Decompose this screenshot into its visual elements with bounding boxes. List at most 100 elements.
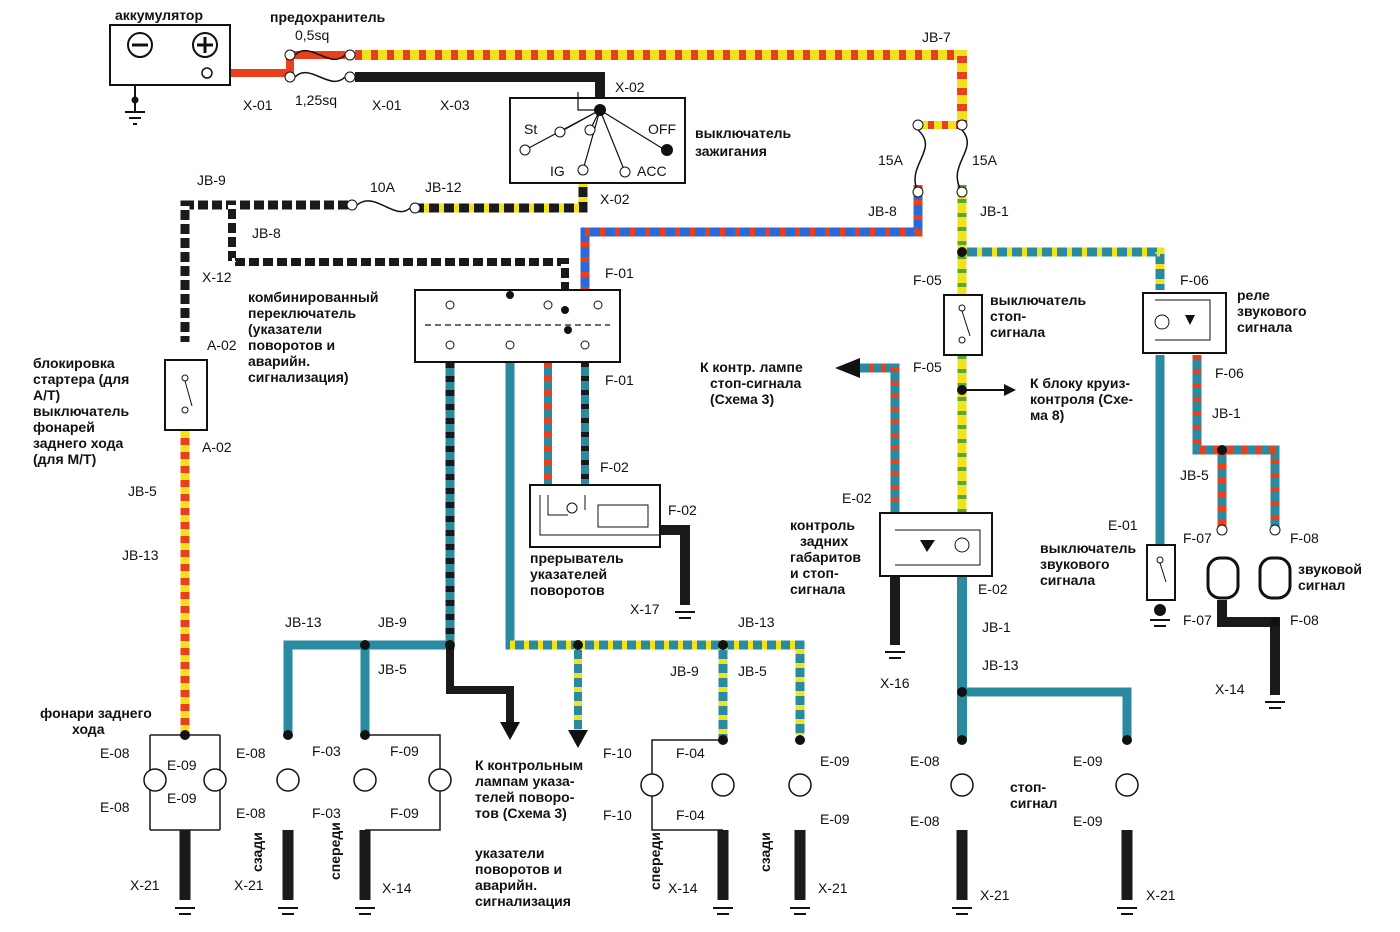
ign-title-2: зажигания <box>695 143 767 159</box>
jb5-a-label: JB-5 <box>378 661 407 677</box>
arrows <box>500 358 1016 748</box>
ign-off-label: OFF <box>648 121 676 137</box>
reverse-title-1: фонари заднего <box>40 705 152 721</box>
stoplamp-title-3: (Схема 3) <box>710 391 774 407</box>
combo-title-4: поворотов и <box>248 337 335 353</box>
e08-b2-label: E-08 <box>236 805 266 821</box>
x14-a-label: X-14 <box>382 880 412 896</box>
f05-top-label: F-05 <box>913 272 942 288</box>
f02-top-label: F-02 <box>600 459 629 475</box>
jb1-mid-label: JB-1 <box>982 619 1011 635</box>
ctrl-title-2: задних <box>800 533 849 549</box>
speredi-1-label: спереди <box>327 822 343 880</box>
szadi-1-label: сзади <box>249 832 265 872</box>
e02-bot-label: E-02 <box>978 581 1008 597</box>
jb1-top-label: JB-1 <box>980 203 1009 219</box>
horns <box>1206 524 1292 600</box>
relay-title-2: звукового <box>1237 303 1307 319</box>
flasher-title-3: поворотов <box>530 582 605 598</box>
e08-a1-label: E-08 <box>100 745 130 761</box>
ign-acc-label: ACC <box>637 163 667 179</box>
wire-fuse-ignition <box>355 72 605 105</box>
ign-ig-label: IG <box>550 163 565 179</box>
fuse-block <box>284 49 356 83</box>
block-title-6: заднего хода <box>33 435 123 451</box>
jb8-left-label: JB-8 <box>252 225 281 241</box>
jb1-right-label: JB-1 <box>1212 405 1241 421</box>
stop-title-2: сигнал <box>1010 795 1057 811</box>
hornsw-title-2: звукового <box>1040 556 1110 572</box>
relay-title-3: сигнала <box>1237 319 1292 335</box>
horn-switch <box>1146 544 1176 627</box>
combo-title-6: сигнализация) <box>248 369 349 385</box>
tolamps-title-3: телей поворо- <box>475 789 575 805</box>
relay-title-1: реле <box>1237 287 1270 303</box>
ign-title-1: выключатель <box>695 125 792 141</box>
x21-a-label: X-21 <box>130 877 160 893</box>
wire-combo-out-1 <box>283 362 514 735</box>
f15a-left-label: 15A <box>878 152 904 168</box>
lamps <box>143 768 1139 797</box>
x01b-label: X-01 <box>372 97 402 113</box>
jb5-b-label: JB-5 <box>738 663 767 679</box>
jb9-top-label: JB-9 <box>197 172 226 188</box>
flasher-unit <box>529 484 661 548</box>
wire-horn-feed <box>1192 355 1280 530</box>
jb12-label: JB-12 <box>425 179 462 195</box>
x03-label: X-03 <box>440 97 470 113</box>
wire-stop-feed <box>957 185 1165 515</box>
turn-title-1: указатели <box>475 845 544 861</box>
f08-bot-label: F-08 <box>1290 612 1319 628</box>
ctrl-title-5: сигнала <box>790 581 845 597</box>
e09-c2-label: E-09 <box>820 811 850 827</box>
block-title-3: А/Т) <box>33 387 60 403</box>
turn-title-4: сигнализация <box>475 893 571 909</box>
fuse-05-label: 0,5sq <box>295 27 329 43</box>
f10-1-label: F-10 <box>603 745 632 761</box>
x21-e-label: X-21 <box>1146 887 1176 903</box>
block-title-2: стартера (для <box>33 371 129 387</box>
fuse-title: предохранитель <box>270 9 386 25</box>
ctrl-title-4: и стоп- <box>790 565 839 581</box>
wire-horn-ground <box>1217 600 1280 695</box>
flasher-title-1: прерыватель <box>530 550 624 566</box>
e01-label: E-01 <box>1108 517 1138 533</box>
jb7-label: JB-7 <box>922 29 951 45</box>
combination-switch <box>414 289 621 363</box>
jb13-b-label: JB-13 <box>738 614 775 630</box>
f07-bot-label: F-07 <box>1183 612 1212 628</box>
horn-relay <box>1142 292 1227 354</box>
f04-2-label: F-04 <box>676 807 705 823</box>
f15a-right-label: 15A <box>972 152 998 168</box>
a02-top-label: A-02 <box>207 337 237 353</box>
wire-ig-out <box>415 182 588 213</box>
battery <box>109 24 231 125</box>
block-title-4: выключатель <box>33 403 130 419</box>
cruise-title-2: контроля (Схе- <box>1030 391 1133 407</box>
stoplamp-title-2: стоп-сигнала <box>710 375 801 391</box>
e09-a1-label: E-09 <box>167 757 197 773</box>
x17-label: X-17 <box>630 601 660 617</box>
tolamps-title-1: К контрольным <box>475 757 583 773</box>
a02-bot-label: A-02 <box>202 439 232 455</box>
x21-b-label: X-21 <box>234 877 264 893</box>
f07-top-label: F-07 <box>1183 530 1212 546</box>
jb5-left-label: JB-5 <box>128 483 157 499</box>
combo-title-2: переключатель <box>248 305 357 321</box>
ctrl-title-1: контроль <box>790 517 855 533</box>
ctrl-title-3: габаритов <box>790 549 861 565</box>
hornsw-title-3: сигнала <box>1040 572 1095 588</box>
f03-2-label: F-03 <box>312 805 341 821</box>
tail-control-unit <box>879 512 993 577</box>
jb13-left-label: JB-13 <box>122 547 159 563</box>
stop-switch <box>943 294 983 356</box>
cruise-title-1: К блоку круиз- <box>1030 375 1130 391</box>
stopsw-title-2: стоп- <box>990 308 1026 324</box>
e09-e1-label: E-09 <box>1073 753 1103 769</box>
jb8-top-label: JB-8 <box>868 203 897 219</box>
stop-title-1: стоп- <box>1010 779 1046 795</box>
horn-title-1: звуковой <box>1298 561 1362 577</box>
e08-a2-label: E-08 <box>100 799 130 815</box>
f06-bot-label: F-06 <box>1215 365 1244 381</box>
